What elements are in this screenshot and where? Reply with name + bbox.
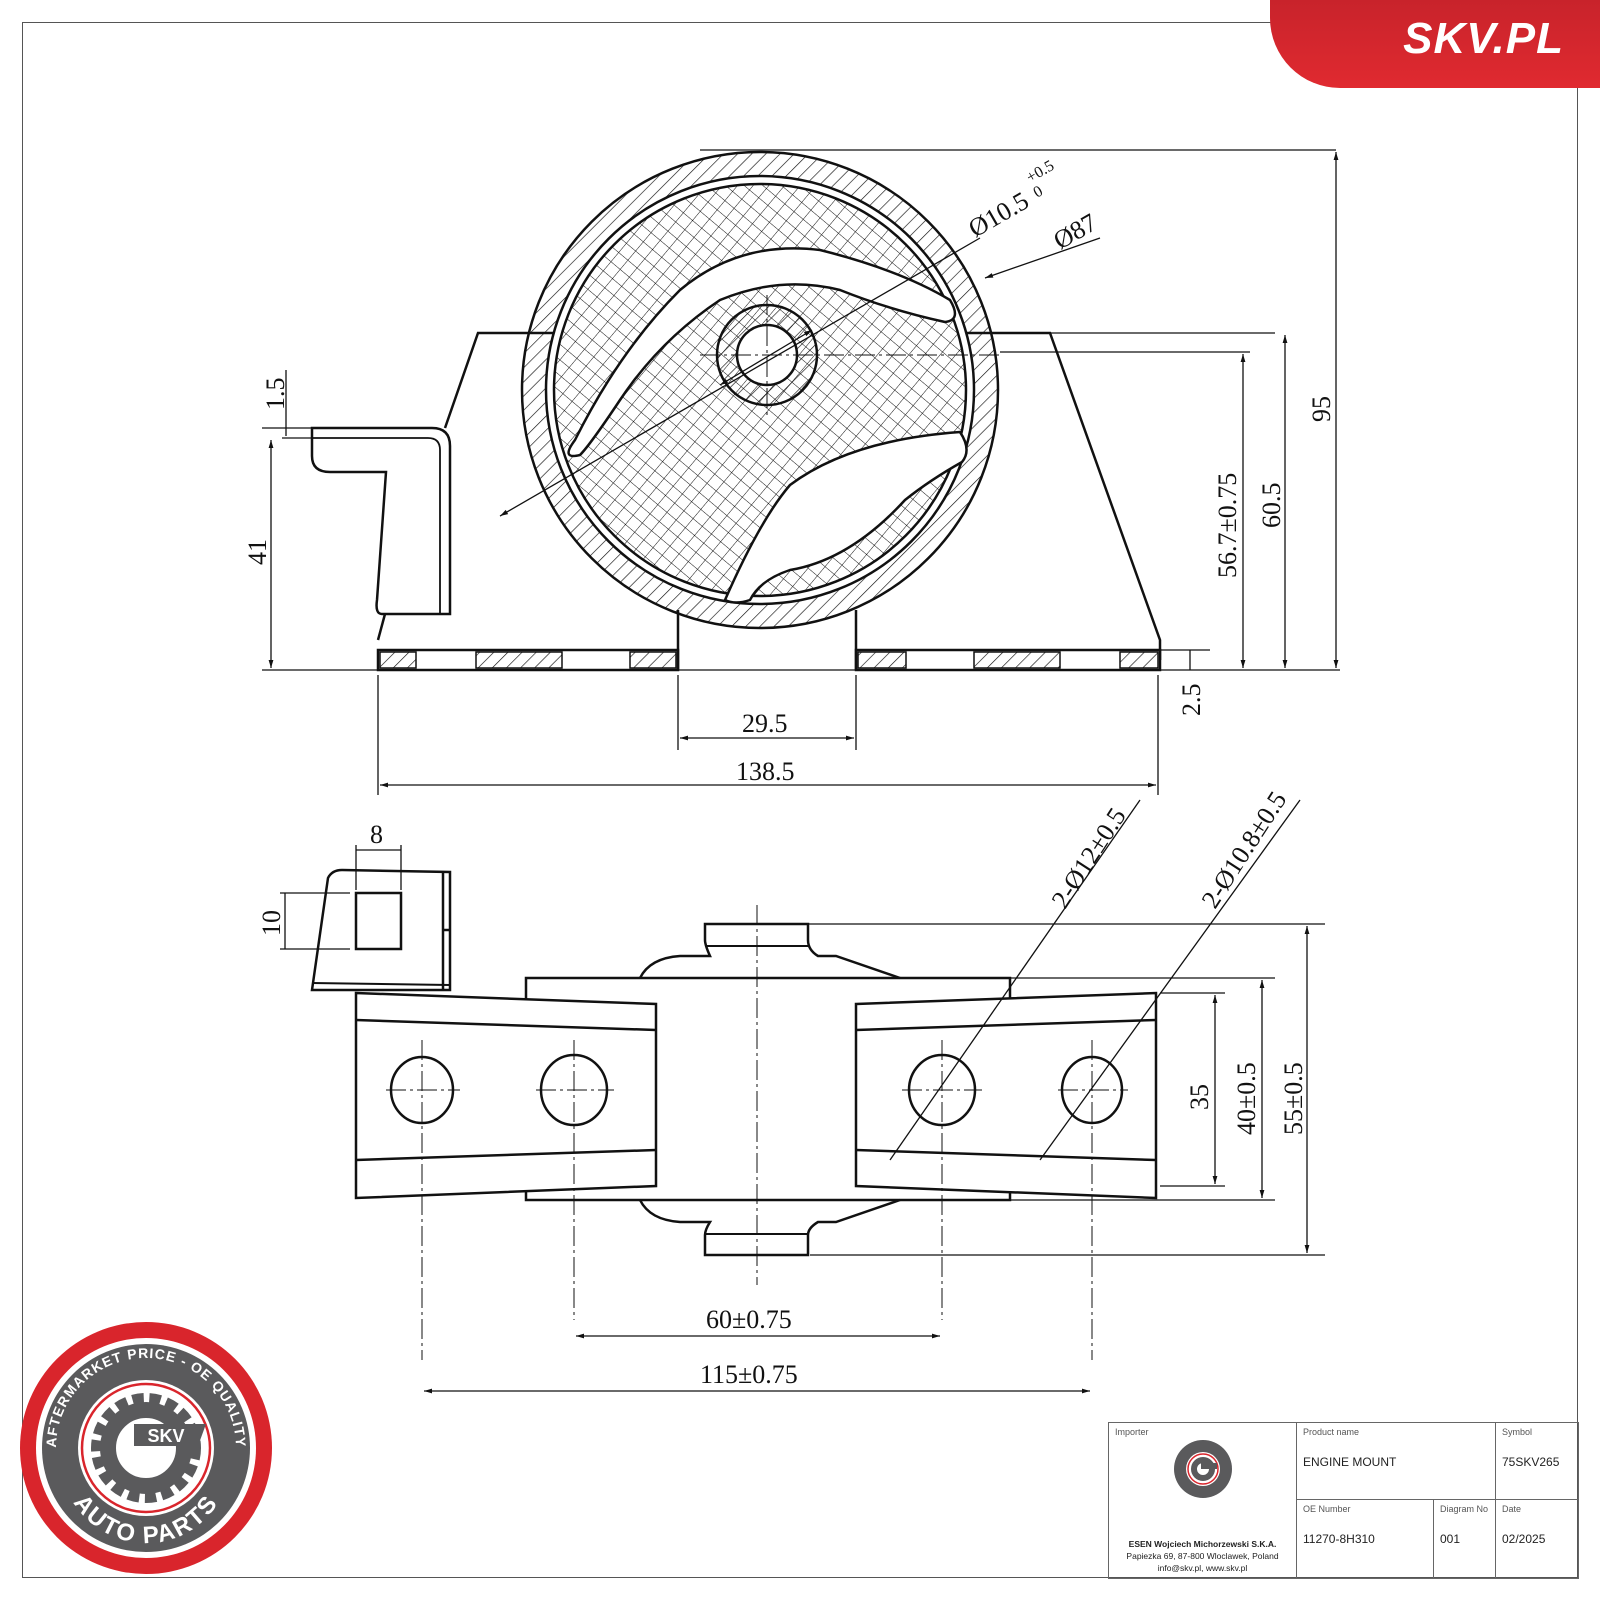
dim-slot-width: 8	[370, 820, 383, 849]
dim-center-gap: 29.5	[742, 709, 788, 738]
dim-hole-spacing-inner: 60±0.75	[706, 1305, 792, 1334]
dim-overall-height: 95	[1307, 396, 1336, 422]
brand-logo-text: SKV.PL	[1403, 14, 1564, 63]
symbol-value: 75SKV265	[1502, 1455, 1560, 1469]
title-block: Importer ESEN Wojciech Michorzewski S.K.…	[1108, 1422, 1579, 1579]
importer-seal-icon	[1174, 1440, 1232, 1498]
diagram-no-cell: Diagram No 001	[1434, 1500, 1496, 1579]
product-name-cell: Product name ENGINE MOUNT	[1297, 1423, 1496, 1500]
svg-text:0: 0	[1031, 183, 1046, 202]
dim-hole-dia: Ø10.5	[964, 186, 1034, 243]
product-name: ENGINE MOUNT	[1303, 1455, 1397, 1469]
bottom-view-dimensions	[280, 799, 1325, 1394]
skv-seal-logo: AFTERMARKET PRICE - OE QUALITY AUTO PART…	[20, 1322, 272, 1574]
dim-overall-width: 138.5	[736, 757, 795, 786]
dim-inner-width: 35	[1185, 1084, 1214, 1110]
importer-address: Papiezka 69, 87-800 Wloclawek, Poland	[1126, 1551, 1279, 1561]
importer-name: ESEN Wojciech Michorzewski S.K.A.	[1128, 1539, 1277, 1549]
svg-text:SKV: SKV	[147, 1426, 184, 1446]
dim-outer-dia: Ø87	[1049, 208, 1102, 256]
dim-hole-small: 2-Ø10.8±0.5	[1196, 786, 1293, 913]
top-view-dimensions	[262, 149, 1340, 795]
drawing-frame	[22, 22, 1578, 1578]
dim-center-height: 56.7±0.75	[1213, 473, 1242, 578]
dim-bush-width: 40±0.5	[1232, 1062, 1261, 1135]
dim-slot-height: 10	[257, 910, 286, 936]
dim-hole-spacing-outer: 115±0.75	[700, 1360, 798, 1389]
dim-bracket-height: 41	[243, 539, 272, 565]
top-view	[310, 150, 1162, 672]
date-cell: Date 02/2025	[1496, 1500, 1579, 1579]
dim-overall-depth: 55±0.5	[1279, 1062, 1308, 1135]
dim-hole-large: 2-Ø12±0.5	[1046, 803, 1132, 914]
diagram-no: 001	[1440, 1532, 1461, 1546]
dim-bracket-thickness: 1.5	[261, 378, 290, 411]
symbol-cell: Symbol 75SKV265	[1496, 1423, 1579, 1500]
date-value: 02/2025	[1502, 1532, 1546, 1546]
oe-number-cell: OE Number 11270-8H310	[1297, 1500, 1434, 1579]
dim-top-height: 60.5	[1257, 483, 1286, 529]
dim-base-thickness: 2.5	[1177, 684, 1206, 717]
importer-contact: info@skv.pl, www.skv.pl	[1157, 1563, 1248, 1573]
svg-text:+0.5: +0.5	[1024, 157, 1058, 186]
oe-number: 11270-8H310	[1303, 1532, 1375, 1546]
importer-cell: Importer ESEN Wojciech Michorzewski S.K.…	[1109, 1423, 1297, 1579]
bottom-view	[310, 868, 1158, 1360]
brand-banner: SKV.PL	[1270, 0, 1600, 88]
